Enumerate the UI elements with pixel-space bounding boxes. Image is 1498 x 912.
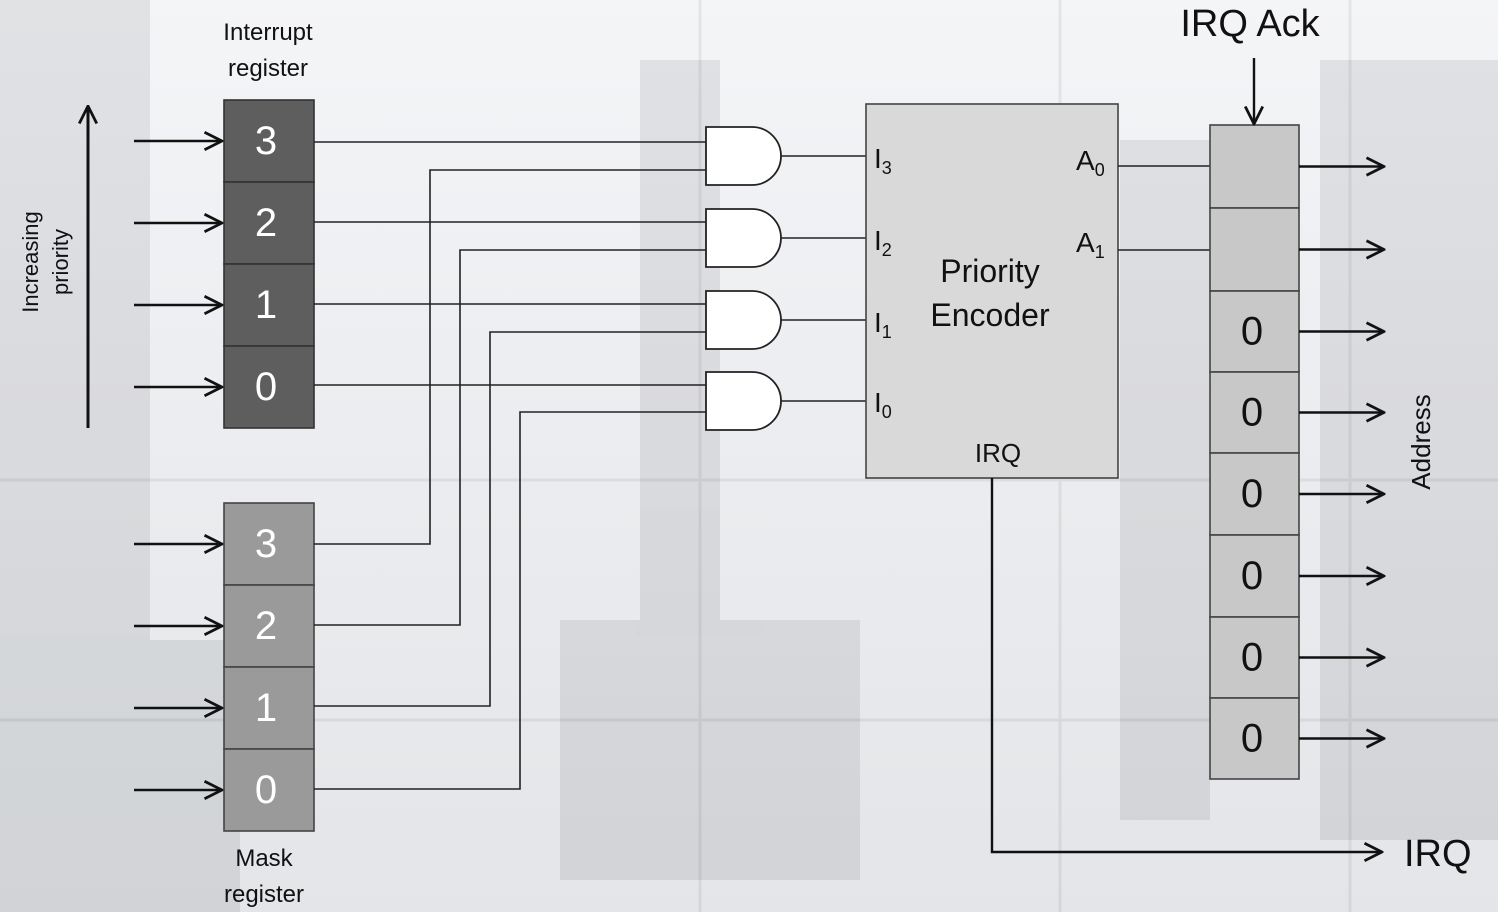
svg-text:Increasing: Increasing bbox=[18, 211, 43, 313]
encoder-input-i0: I0 bbox=[874, 387, 892, 422]
svg-text:priority: priority bbox=[48, 229, 73, 295]
interrupt-register-label-line2: register bbox=[228, 55, 308, 82]
address-register-cell-7 bbox=[1209, 697, 1300, 780]
and-gates bbox=[705, 126, 800, 431]
and-gate-2 bbox=[705, 208, 782, 268]
interrupt-register-bit-0: 0 bbox=[255, 365, 277, 409]
wire-mask-1 bbox=[314, 331, 706, 707]
encoder-irq-label: IRQ bbox=[975, 438, 1021, 468]
mask-register-bit-1: 1 bbox=[255, 686, 277, 730]
irq-ack-label: IRQ Ack bbox=[1180, 3, 1320, 45]
mask-register: 3 2 1 0 bbox=[134, 502, 315, 832]
address-register-value-2: 0 bbox=[1241, 310, 1263, 354]
interrupt-register-bit-2: 2 bbox=[255, 201, 277, 245]
address-axis-label: Address bbox=[1406, 394, 1436, 489]
address-register-value-5: 0 bbox=[1241, 554, 1263, 598]
encoder-title-line1: Priority bbox=[940, 253, 1040, 289]
mask-register-cell-1 bbox=[223, 666, 315, 750]
priority-encoder bbox=[865, 103, 1119, 479]
encoder-output-a1: A1 bbox=[1076, 227, 1105, 262]
and-gate-1 bbox=[705, 290, 782, 350]
interrupt-register-cell-0 bbox=[223, 345, 315, 429]
address-register-value-6: 0 bbox=[1241, 636, 1263, 680]
and-gate-3 bbox=[705, 126, 782, 186]
mask-register-label-line1: Mask bbox=[235, 845, 293, 872]
and-gate-0 bbox=[705, 371, 782, 431]
interrupt-register-bit-1: 1 bbox=[255, 283, 277, 327]
encoder-input-i3: I3 bbox=[874, 143, 892, 178]
interrupt-register-cell-2 bbox=[223, 181, 315, 265]
address-register-value-4: 0 bbox=[1241, 472, 1263, 516]
address-register-value-3: 0 bbox=[1241, 391, 1263, 435]
mask-register-bit-0: 0 bbox=[255, 768, 277, 812]
wire-mask-0 bbox=[314, 411, 706, 790]
address-register: 0 0 0 0 0 0 bbox=[1209, 124, 1384, 780]
encoder-title-line2: Encoder bbox=[930, 297, 1050, 333]
mask-register-label-line2: register bbox=[224, 881, 304, 908]
interrupt-register-bit-3: 3 bbox=[255, 119, 277, 163]
address-register-cell-2 bbox=[1209, 290, 1300, 373]
encoder-output-a0: A0 bbox=[1076, 145, 1105, 180]
interrupt-register: 3 2 1 0 bbox=[134, 99, 315, 429]
encoder-input-i2: I2 bbox=[874, 225, 892, 260]
address-register-cell-1 bbox=[1209, 207, 1300, 292]
address-register-cell-5 bbox=[1209, 534, 1300, 618]
irq-output-label: IRQ bbox=[1404, 833, 1472, 875]
interrupt-register-cell-3 bbox=[223, 99, 315, 183]
priority-axis-label: Increasing priority bbox=[18, 211, 73, 313]
address-register-value-7: 0 bbox=[1241, 717, 1263, 761]
interrupt-register-cell-1 bbox=[223, 263, 315, 347]
mask-register-bit-3: 3 bbox=[255, 522, 277, 566]
irq-output-arrow bbox=[990, 478, 1382, 852]
encoder-input-i1: I1 bbox=[874, 307, 892, 342]
mask-register-bit-2: 2 bbox=[255, 604, 277, 648]
interrupt-register-label-line1: Interrupt bbox=[223, 19, 313, 46]
wire-mask-2 bbox=[314, 249, 706, 626]
address-register-cell-0 bbox=[1209, 124, 1300, 209]
wire-mask-3 bbox=[314, 169, 706, 545]
mask-register-cell-2 bbox=[223, 584, 315, 668]
mask-register-cell-0 bbox=[223, 748, 315, 832]
